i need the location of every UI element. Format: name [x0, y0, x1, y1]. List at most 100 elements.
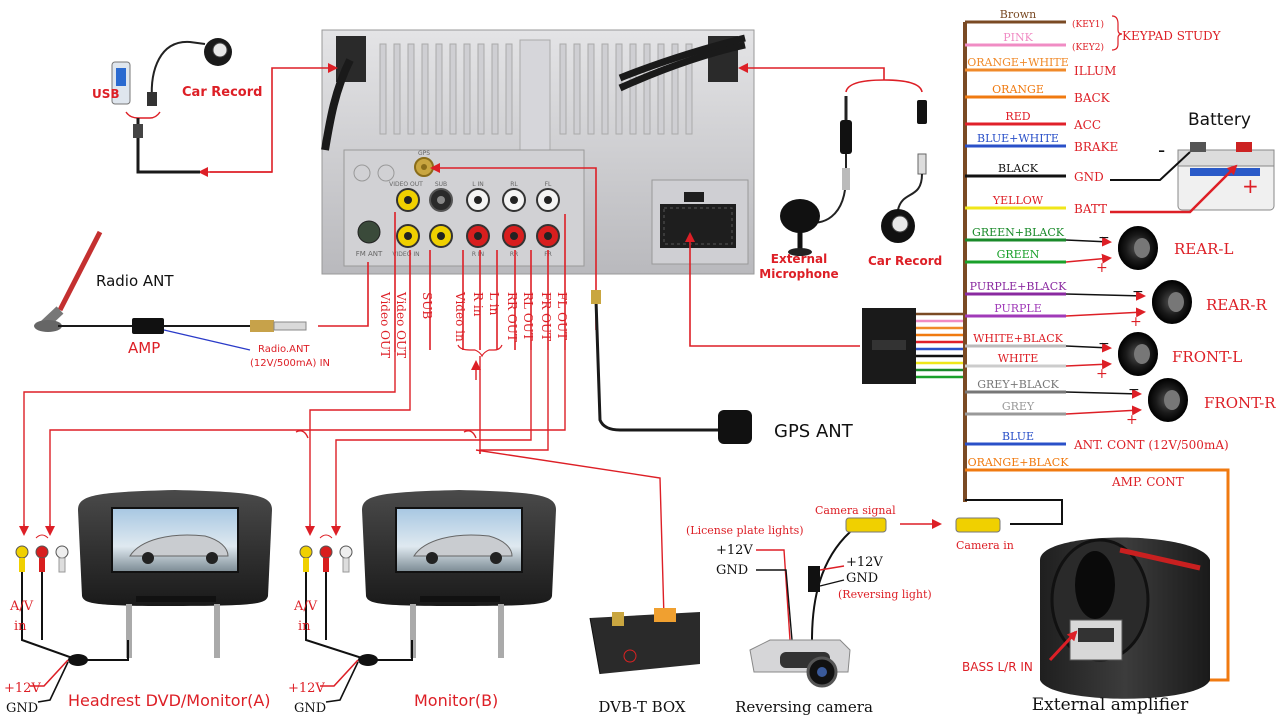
wire-color-label: GREY: [1002, 400, 1035, 413]
license-plate-lights-label: (License plate lights): [686, 524, 804, 537]
wire-color-label: GREEN: [997, 248, 1040, 261]
monitor-a-cables: A/V in +12V GND Headrest DVD/Monitor(A): [4, 534, 271, 716]
connection-lines: [198, 63, 923, 352]
speaker-label: FRONT-R: [1204, 394, 1276, 412]
wire-function-label: BACK: [1074, 91, 1111, 105]
wire-row: PURPLE+BLACK: [965, 280, 1067, 296]
rca-labels: Video OUT Video OUT SUB Video in R in L …: [378, 291, 569, 358]
wire-row: PURPLE: [965, 302, 1066, 318]
battery-label: Battery: [1188, 110, 1251, 130]
wire-row: WHITE+BLACK: [965, 332, 1066, 348]
svg-text:VIDEO IN: VIDEO IN: [392, 251, 419, 258]
wire-row: GREY+BLACK: [965, 378, 1066, 394]
wire-function-label: BATT: [1074, 202, 1107, 216]
monitor-b-label: Monitor(B): [414, 691, 498, 710]
wire-function-label: BRAKE: [1074, 140, 1118, 154]
svg-text:FM ANT: FM ANT: [356, 250, 383, 258]
car-record-left-label: Car Record: [182, 85, 262, 100]
wire-function-label: (KEY2): [1072, 42, 1104, 53]
gps-antenna: GPS ANT: [591, 290, 854, 444]
car-record-right-label: Car Record: [868, 254, 942, 268]
wire-function-label: GND: [1074, 170, 1104, 184]
harness-connector: [862, 308, 966, 384]
bass-lr-in-label: BASS L/R IN: [962, 660, 1033, 674]
gps-port: GPS: [414, 150, 434, 177]
reversing-light-label: (Reversing light): [838, 588, 932, 601]
radio-ant-label: Radio ANT: [96, 272, 174, 290]
battery-minus: -: [1158, 138, 1165, 162]
monitor-a: [78, 490, 272, 658]
rca-label-l-in: L in: [487, 292, 501, 316]
reversing-camera: Camera signal Camera in (License plate l…: [686, 504, 1014, 716]
keypad-study-label: KEYPAD STUDY: [1122, 29, 1222, 43]
wire-row: ORANGE+BLACK: [965, 456, 1070, 472]
rca-label-video-out-2: Video OUT: [394, 291, 408, 358]
wire-row: BLACK GND: [965, 162, 1104, 184]
wire-row: Brown(KEY1): [965, 8, 1104, 30]
external-amplifier-label: External amplifier: [1032, 695, 1189, 715]
speakers: −+REAR-L−+REAR-R−+FRONT-L − + FRONT-R: [1065, 226, 1276, 428]
speaker-plus: +: [1096, 366, 1108, 382]
monitor-routing: [19, 350, 566, 536]
svg-text:VIDEO OUT: VIDEO OUT: [389, 181, 423, 188]
car-record-right: Car Record: [868, 100, 942, 268]
speaker: −+FRONT-L: [1065, 332, 1242, 382]
monitor-b-cables: A/V in +12V GND Monitor(B): [288, 534, 498, 716]
amp-label: AMP: [128, 339, 160, 357]
speaker-label: REAR-R: [1206, 296, 1267, 314]
head-unit-vents: [379, 43, 693, 135]
svg-text:SUB: SUB: [435, 181, 447, 188]
plus12v-right: +12V: [846, 555, 883, 570]
svg-text:RL: RL: [510, 181, 518, 188]
wire-color-label: BLACK: [998, 162, 1039, 175]
wire-color-label: ORANGE+BLACK: [968, 456, 1070, 469]
wire-color-label: PINK: [1003, 31, 1033, 44]
car-record-left: Car Record: [125, 38, 262, 174]
fm-ant-port: FM ANT: [356, 220, 383, 258]
usb-label: USB: [92, 87, 120, 101]
wire-row: GREY: [965, 400, 1066, 416]
wire-color-label: RED: [1005, 110, 1030, 123]
wire-color-label: GREY+BLACK: [977, 378, 1059, 391]
rca-label-rl-out: RL OUT: [521, 292, 535, 341]
wire-row: GREEN: [965, 248, 1066, 264]
battery: Battery - +: [1110, 110, 1275, 214]
wire-row: RED ACC: [965, 110, 1101, 132]
in-label-a: in: [14, 619, 27, 634]
rca-label-fl-out: FL OUT: [555, 292, 569, 340]
wire-color-label: YELLOW: [992, 194, 1044, 207]
external-amplifier: BASS L/R IN External amplifier: [962, 537, 1210, 715]
wire-function-label: ANT. CONT (12V/500mA): [1073, 438, 1229, 452]
gnd-label-b: GND: [294, 701, 326, 716]
wire-color-label: PURPLE+BLACK: [970, 280, 1067, 293]
speaker: −+REAR-R: [1065, 280, 1267, 330]
speaker-minus: −: [1132, 284, 1144, 300]
wire-row: YELLOW BATT: [965, 194, 1107, 216]
av-label-a: A/V: [9, 599, 34, 614]
in-label-b: in: [298, 619, 311, 634]
wire-row: PINK (KEY2): [965, 31, 1104, 53]
speaker: −+REAR-L: [1065, 226, 1233, 276]
gps-ant-label: GPS ANT: [774, 421, 854, 442]
dvbt-box-label: DVB-T BOX: [598, 698, 686, 716]
wire-color-label: BLUE+WHITE: [977, 132, 1059, 145]
wire-function-label: ACC: [1073, 118, 1101, 132]
wire-color-label: GREEN+BLACK: [972, 226, 1065, 239]
speaker: −+FRONT-R: [1065, 378, 1276, 428]
plus12v-label-a: +12V: [4, 681, 41, 696]
radio-ant-in-label: Radio.ANT: [258, 344, 310, 355]
wire-row: BLUE+WHITE BRAKE: [965, 132, 1118, 154]
rca-port-row-bottom: VIDEO IN R IN RR FR: [392, 224, 560, 258]
speaker-plus: +: [1096, 260, 1108, 276]
wire-color-label: PURPLE: [994, 302, 1042, 315]
head-unit: FM ANT GPS VIDEO OUT SUB L IN RL FL VIDE…: [321, 29, 755, 275]
external-microphone-label-1: External: [771, 252, 827, 266]
external-microphone-label-2: Microphone: [759, 267, 838, 281]
speaker-plus: +: [1126, 412, 1138, 428]
rca-port-row-top: VIDEO OUT SUB L IN RL FL: [389, 181, 560, 212]
rca-label-sub: SUB: [420, 292, 434, 319]
camera-in-label: Camera in: [956, 539, 1014, 552]
